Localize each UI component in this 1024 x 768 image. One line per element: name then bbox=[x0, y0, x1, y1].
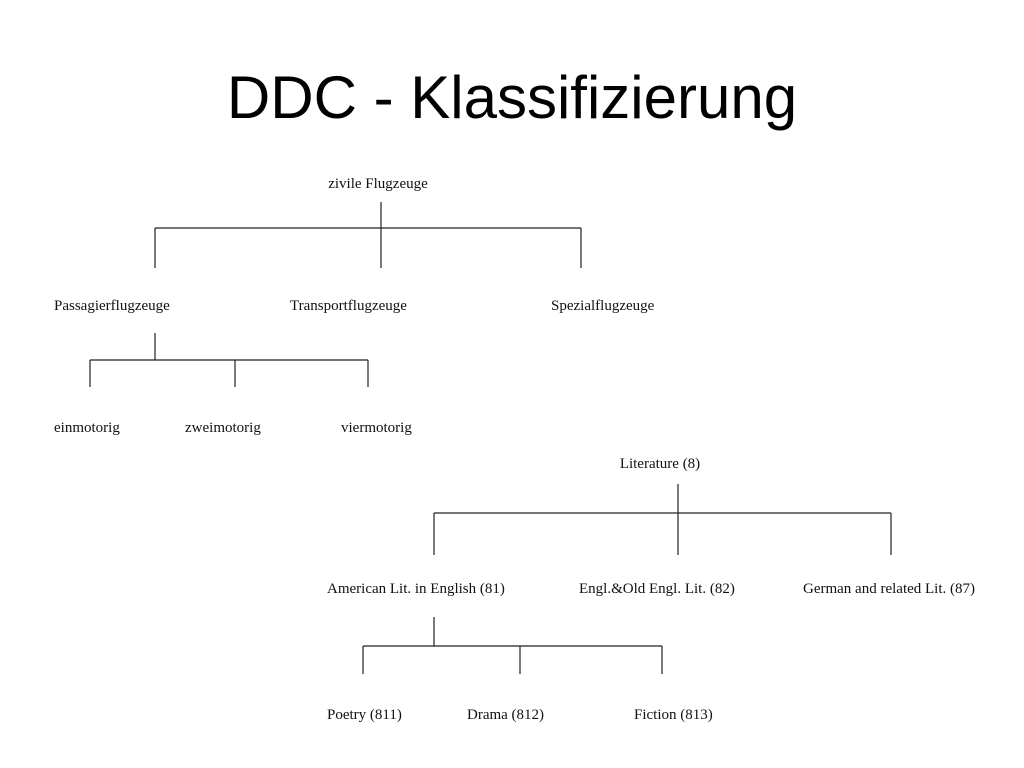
node-poetry: Poetry (811) bbox=[327, 707, 402, 723]
slide-title: DDC - Klassifizierung bbox=[226, 64, 798, 131]
node-viermotorig: viermotorig bbox=[341, 420, 412, 436]
node-german-lit: German and related Lit. (87) bbox=[803, 581, 975, 597]
tree-literature: Literature (8) American Lit. in English … bbox=[327, 456, 975, 723]
node-fiction: Fiction (813) bbox=[634, 707, 713, 723]
node-root: Literature (8) bbox=[620, 456, 700, 472]
tree-aircraft: zivile Flugzeuge Passagierflugzeuge Tran… bbox=[54, 176, 655, 436]
node-passagierflugzeuge: Passagierflugzeuge bbox=[54, 298, 170, 314]
node-american-lit: American Lit. in English (81) bbox=[327, 581, 505, 597]
node-zweimotorig: zweimotorig bbox=[185, 420, 261, 436]
node-root: zivile Flugzeuge bbox=[328, 176, 428, 192]
node-drama: Drama (812) bbox=[467, 707, 544, 723]
node-einmotorig: einmotorig bbox=[54, 420, 120, 436]
node-spezialflugzeuge: Spezialflugzeuge bbox=[551, 298, 655, 314]
node-transportflugzeuge: Transportflugzeuge bbox=[290, 298, 407, 314]
node-engl-old-engl-lit: Engl.&Old Engl. Lit. (82) bbox=[579, 581, 735, 597]
